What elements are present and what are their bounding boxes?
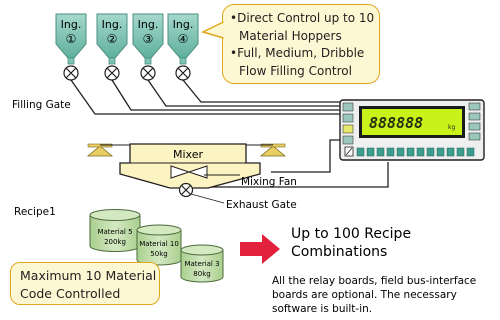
- recipe-label: Recipe1: [14, 206, 56, 218]
- hopper-2: Ing. ②: [96, 13, 128, 65]
- features-line-1: •Direct Control up to 10: [230, 11, 375, 25]
- hopper-4-name: Ing.: [173, 18, 194, 31]
- filling-gate-valves: [63, 65, 191, 81]
- material-1-name: Material 5: [97, 228, 132, 236]
- valve-2-icon: [104, 65, 120, 81]
- mixing-fan-label: Mixing Fan: [241, 176, 297, 188]
- hopper-3-number: ③: [143, 32, 154, 46]
- material-cylinder-2: Material 10 50kg: [136, 224, 182, 266]
- hopper-1-number: ①: [66, 32, 77, 46]
- recipe-callout-line-1: Maximum 10 Material: [20, 268, 157, 283]
- material-2-name: Material 10: [139, 240, 179, 248]
- valve-1-icon: [63, 65, 79, 81]
- combinations-line-1: Up to 100 Recipe: [291, 226, 411, 242]
- features-callout: •Direct Control up to 10 Material Hopper…: [222, 4, 380, 84]
- hopper-2-number: ②: [107, 32, 118, 46]
- hopper-3: Ing. ③: [132, 13, 164, 65]
- mixer: Mixer: [86, 143, 287, 204]
- hopper-2-name: Ing.: [102, 18, 123, 31]
- mixing-fan-icon: [170, 165, 208, 179]
- material-3-name: Material 3: [184, 260, 219, 268]
- material-3-weight: 80kg: [193, 270, 210, 278]
- note-line-2: boards are optional. The necessary: [272, 289, 457, 301]
- note-line-1: All the relay boards, field bus-interfac…: [272, 275, 476, 287]
- exhaust-gate-icon: [178, 182, 194, 198]
- features-callout-pointer: [201, 21, 224, 39]
- note-line-3: software is built-in.: [272, 303, 372, 315]
- filling-gate-label: Filling Gate: [12, 99, 71, 111]
- valve-3-icon: [140, 65, 156, 81]
- hopper-3-name: Ing.: [138, 18, 159, 31]
- features-line-3: •Full, Medium, Dribble: [230, 46, 365, 60]
- recipe-callout-line-2: Code Controlled: [20, 285, 121, 301]
- valve-4-icon: [175, 65, 191, 81]
- arrow-right-icon: [240, 234, 280, 264]
- combinations-line-2: Combinations: [291, 244, 387, 260]
- features-line-2: Material Hoppers: [239, 28, 342, 43]
- hopper-4-number: ④: [178, 32, 189, 46]
- material-cylinder-1: Material 5 200kg: [89, 209, 141, 252]
- hopper-1: Ing. ①: [55, 13, 87, 65]
- material-2-weight: 50kg: [150, 250, 167, 258]
- mixer-label: Mixer: [173, 148, 203, 161]
- indicator-unit: kg: [448, 124, 455, 131]
- exhaust-gate-label: Exhaust Gate: [226, 199, 297, 211]
- weighing-indicator: 888888 kg: [339, 99, 485, 161]
- indicator-display: [362, 109, 462, 135]
- signal-lines: [70, 79, 389, 188]
- material-1-weight: 200kg: [104, 238, 126, 246]
- indicator-keys: [356, 147, 475, 157]
- hopper-4: Ing. ④: [167, 13, 199, 65]
- material-cylinder-3: Material 3 80kg: [180, 244, 224, 283]
- recipe-callout: Maximum 10 Material Code Controlled: [10, 262, 160, 305]
- hopper-1-name: Ing.: [61, 18, 82, 31]
- features-line-4: Flow Filling Control: [239, 63, 352, 78]
- indicator-display-digits: 888888: [369, 114, 423, 132]
